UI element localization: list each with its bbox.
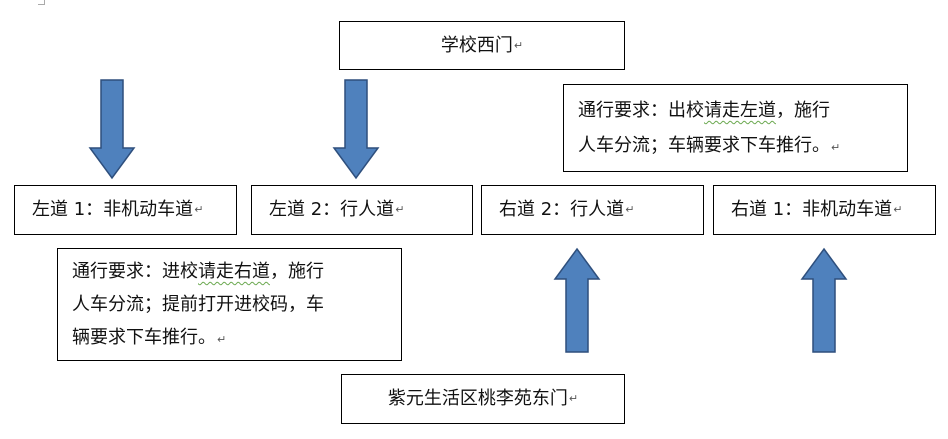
page-corner-mark: [38, 0, 45, 5]
up-arrow-shape: [553, 247, 601, 353]
exit-requirement-note: 通行要求：出校请走左道，施行 人车分流；车辆要求下车推行。↵: [563, 84, 908, 172]
lane-right-1-label: 右道 1：非机动车道: [731, 199, 893, 220]
up-arrow-shape: [800, 247, 848, 353]
paragraph-mark: ↵: [395, 203, 405, 216]
lane-left-1: 左道 1：非机动车道↵: [14, 185, 237, 235]
exit-note-line-2: 人车分流；车辆要求下车推行。↵: [578, 135, 841, 156]
paragraph-mark: ↵: [568, 392, 579, 405]
lane-right-1: 右道 1：非机动车道↵: [713, 185, 936, 235]
top-gate-label: 学校西门: [440, 34, 513, 56]
paragraph-mark: ↵: [217, 333, 227, 346]
paragraph-mark: ↵: [831, 141, 841, 154]
entry-note-line-1: 通行要求：进校请走右道，施行: [72, 261, 324, 282]
entry-note-line-3: 辆要求下车推行。↵: [72, 327, 227, 348]
paragraph-mark: ↵: [513, 38, 524, 52]
top-gate-box: 学校西门↵: [339, 21, 625, 70]
down-arrow-left-lane-2: [332, 79, 380, 180]
down-arrow-shape: [332, 79, 380, 180]
paragraph-mark: ↵: [893, 203, 903, 216]
up-arrow-right-lane-2: [553, 247, 601, 353]
paragraph-mark: ↵: [194, 203, 204, 216]
up-arrow-right-lane-1: [800, 247, 848, 353]
paragraph-mark: ↵: [625, 203, 635, 216]
bottom-gate-box: 紫元生活区桃李苑东门↵: [341, 374, 625, 424]
bottom-gate-label: 紫元生活区桃李苑东门: [387, 388, 568, 409]
entry-requirement-note: 通行要求：进校请走右道，施行 人车分流；提前打开进校码，车 辆要求下车推行。↵: [57, 248, 402, 361]
entry-note-line-2: 人车分流；提前打开进校码，车: [72, 294, 324, 315]
lane-right-2: 右道 2：行人道↵: [481, 185, 704, 235]
lane-left-1-label: 左道 1：非机动车道: [32, 199, 194, 220]
lane-left-2-label: 左道 2：行人道: [269, 199, 395, 220]
lane-right-2-label: 右道 2：行人道: [499, 199, 625, 220]
exit-note-line-1: 通行要求：出校请走左道，施行: [578, 100, 830, 121]
down-arrow-left-lane-1: [88, 79, 136, 180]
lane-left-2: 左道 2：行人道↵: [251, 185, 473, 235]
down-arrow-shape: [88, 79, 136, 180]
